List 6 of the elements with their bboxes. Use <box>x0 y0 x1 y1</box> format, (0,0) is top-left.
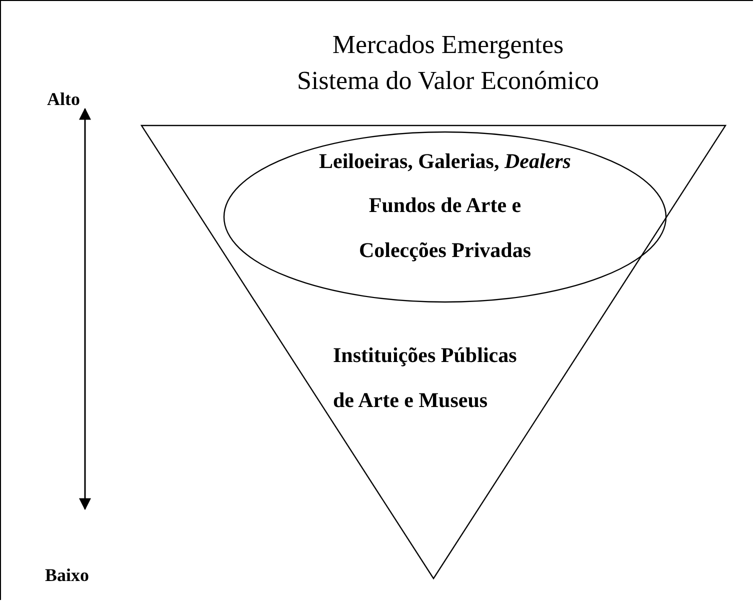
node-text: Fundos de Arte e Colecções Privadas <box>358 192 532 264</box>
diagram-title: Mercados Emergentes Sistema do Valor Económico <box>296 29 600 97</box>
node-text: Leiloeiras, Galerias, Dealers <box>318 148 572 175</box>
axis-label: Alto <box>47 89 80 110</box>
axis-label: Baixo <box>45 565 90 586</box>
node-text: Instituições Públicas de Arte e Museus <box>333 342 518 414</box>
